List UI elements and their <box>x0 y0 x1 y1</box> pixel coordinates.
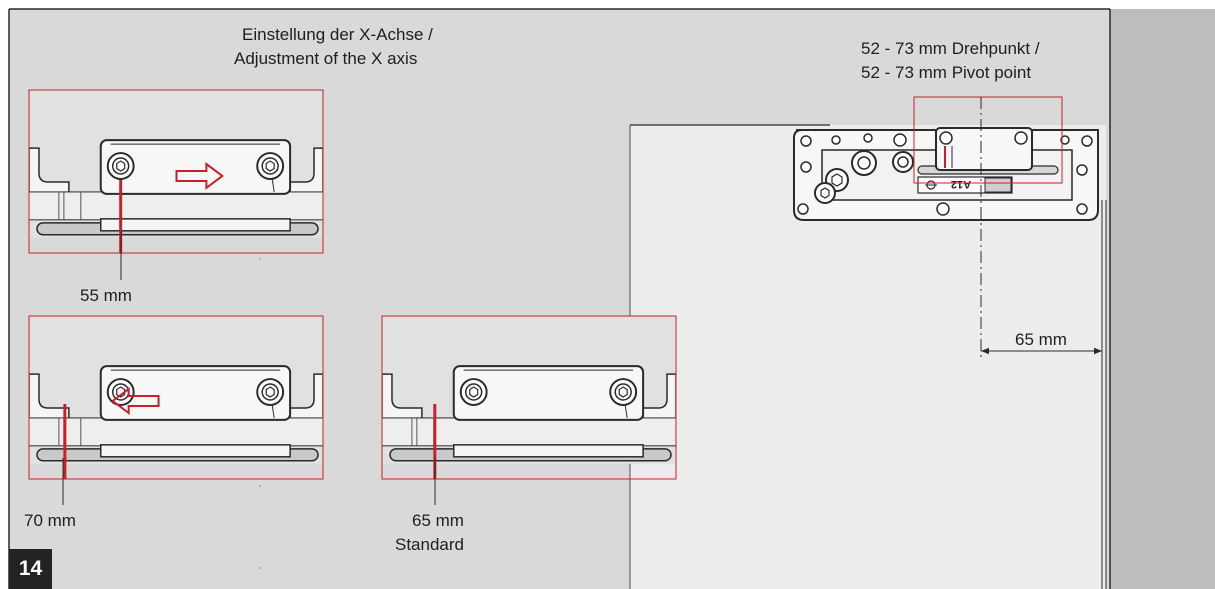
frame-edge <box>1110 9 1215 589</box>
label-55mm: 55 mm <box>80 286 132 305</box>
detail-65mm-standard <box>381 315 677 505</box>
pivot-label-en: 52 - 73 mm Pivot point <box>861 63 1032 82</box>
label-65mm: 65 mm <box>412 511 464 530</box>
label-standard: Standard <box>395 535 464 554</box>
detail-70mm <box>28 315 324 505</box>
title-de: Einstellung der X-Achse / <box>242 25 433 44</box>
plate-text: A12 <box>951 178 971 190</box>
dimension-label-65mm: 65 mm <box>1015 330 1067 349</box>
hinge-assembly: A12 <box>793 96 1099 358</box>
label-70mm: 70 mm <box>24 511 76 530</box>
title-en: Adjustment of the X axis <box>234 49 418 68</box>
pivot-label-de: 52 - 73 mm Drehpunkt / <box>861 39 1040 58</box>
step-number-badge: 14 <box>9 549 52 589</box>
detail-55mm <box>28 89 324 280</box>
